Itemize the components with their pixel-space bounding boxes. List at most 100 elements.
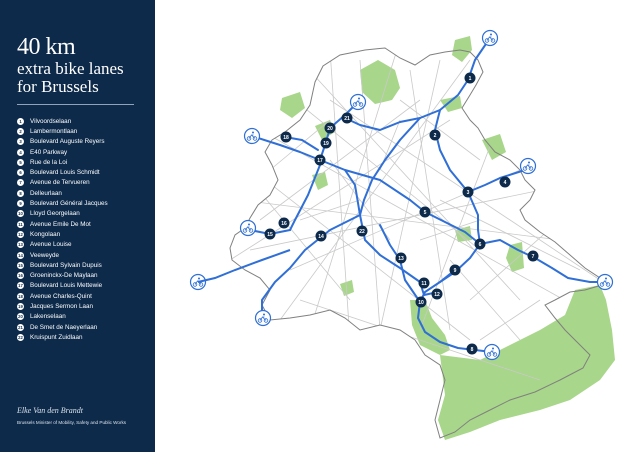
- legend-number-badge: 13: [17, 241, 24, 249]
- route-16: [289, 164, 321, 231]
- marker-14: 14: [315, 230, 327, 242]
- marker-7: 7: [527, 250, 539, 262]
- svg-text:19: 19: [323, 141, 329, 147]
- svg-text:14: 14: [318, 234, 324, 240]
- legend-route-name: Boulevard Auguste Reyers: [30, 138, 105, 146]
- route-17: [251, 135, 411, 201]
- legend-number-badge: 7: [17, 179, 24, 187]
- svg-text:15: 15: [267, 232, 273, 238]
- route-west-extension: [197, 249, 291, 283]
- route-markers: 1 2 3 4 5 6 7 8 9 10 11 12 13 14 15 16 1…: [264, 72, 539, 355]
- legend-number-badge: 20: [17, 313, 24, 321]
- marker-19: 19: [320, 137, 332, 149]
- legend-number-badge: 2: [17, 127, 24, 135]
- legend-item: 13 Avenue Louise: [17, 240, 108, 250]
- green-areas: [280, 36, 615, 440]
- legend-item: 22 Kruispunt Zuidlaan: [17, 332, 108, 342]
- svg-text:20: 20: [327, 126, 333, 132]
- legend-number-badge: 21: [17, 323, 24, 331]
- svg-text:7: 7: [532, 254, 535, 260]
- marker-15: 15: [264, 228, 276, 240]
- marker-8: 8: [466, 343, 478, 355]
- legend-number-badge: 12: [17, 230, 24, 238]
- svg-text:10: 10: [418, 300, 424, 306]
- legend-item: 10 Lloyd Georgelaan: [17, 209, 108, 219]
- legend-number-badge: 9: [17, 200, 24, 208]
- legend-route-name: Kruispunt Zuidlaan: [30, 333, 83, 341]
- legend-number-badge: 19: [17, 302, 24, 310]
- legend-item: 7 Avenue de Tervueren: [17, 178, 108, 188]
- route-1: [419, 37, 491, 119]
- svg-text:11: 11: [421, 281, 427, 287]
- svg-text:2: 2: [434, 133, 437, 139]
- brussels-map: 1 2 3 4 5 6 7 8 9 10 11 12 13 14 15 16 1…: [189, 29, 615, 440]
- legend-item: 19 Jacques Sermon Laan: [17, 301, 108, 311]
- marker-2: 2: [429, 129, 441, 141]
- legend-number-badge: 8: [17, 189, 24, 197]
- signature: Elke Van den Brandt: [17, 406, 83, 415]
- legend-route-name: Lakenselaan: [30, 313, 66, 321]
- route-21: [344, 117, 421, 131]
- svg-text:12: 12: [434, 292, 440, 298]
- svg-text:9: 9: [454, 268, 457, 274]
- svg-text:17: 17: [317, 158, 323, 164]
- marker-22: 22: [356, 225, 368, 237]
- svg-text:16: 16: [281, 221, 287, 227]
- marker-4: 4: [499, 176, 511, 188]
- divider: [17, 104, 134, 105]
- legend-route-name: Avenue de Tervueren: [30, 179, 90, 187]
- cyclist-icon: [239, 219, 257, 237]
- marker-3: 3: [462, 186, 474, 198]
- legend-route-name: Rue de la Loi: [30, 158, 68, 166]
- legend-number-badge: 18: [17, 292, 24, 300]
- route-3: [467, 191, 481, 245]
- legend-number-badge: 16: [17, 272, 24, 280]
- svg-text:21: 21: [344, 116, 350, 122]
- marker-5: 5: [419, 206, 431, 218]
- marker-17: 17: [314, 154, 326, 166]
- cyclist-icon: [483, 343, 501, 361]
- route-inner-ring: [344, 169, 361, 216]
- marker-16: 16: [278, 217, 290, 229]
- cyclist-icon: [349, 93, 367, 111]
- minister-title: Brussels Minister of Mobility, Safety an…: [17, 420, 127, 425]
- legend-route-name: Boulevard Sylvain Dupuis: [30, 261, 102, 269]
- bike-routes: [249, 37, 606, 353]
- legend-route-name: Boulevard Général Jacques: [30, 200, 108, 208]
- legend-number-badge: 22: [17, 333, 24, 341]
- route-4: [467, 169, 526, 193]
- marker-12: 12: [431, 288, 443, 300]
- legend-route-name: Avenue Louise: [30, 241, 72, 249]
- svg-text:5: 5: [424, 210, 427, 216]
- marker-21: 21: [341, 112, 353, 124]
- cyclist-icon: [254, 309, 272, 327]
- legend-route-name: Jacques Sermon Laan: [30, 302, 94, 310]
- cyclist-icon: [596, 273, 614, 291]
- marker-6: 6: [474, 238, 486, 250]
- legend-route-name: Lloyd Georgelaan: [30, 210, 80, 218]
- svg-text:4: 4: [504, 180, 507, 186]
- legend-number-badge: 10: [17, 210, 24, 218]
- cyclist-icon: [481, 29, 499, 47]
- legend-number-badge: 14: [17, 251, 24, 259]
- legend-item: 9 Boulevard Général Jacques: [17, 198, 108, 208]
- route-5: [409, 199, 481, 245]
- route-2: [434, 109, 469, 193]
- svg-text:8: 8: [471, 347, 474, 353]
- title-city: for Brussels: [17, 77, 99, 96]
